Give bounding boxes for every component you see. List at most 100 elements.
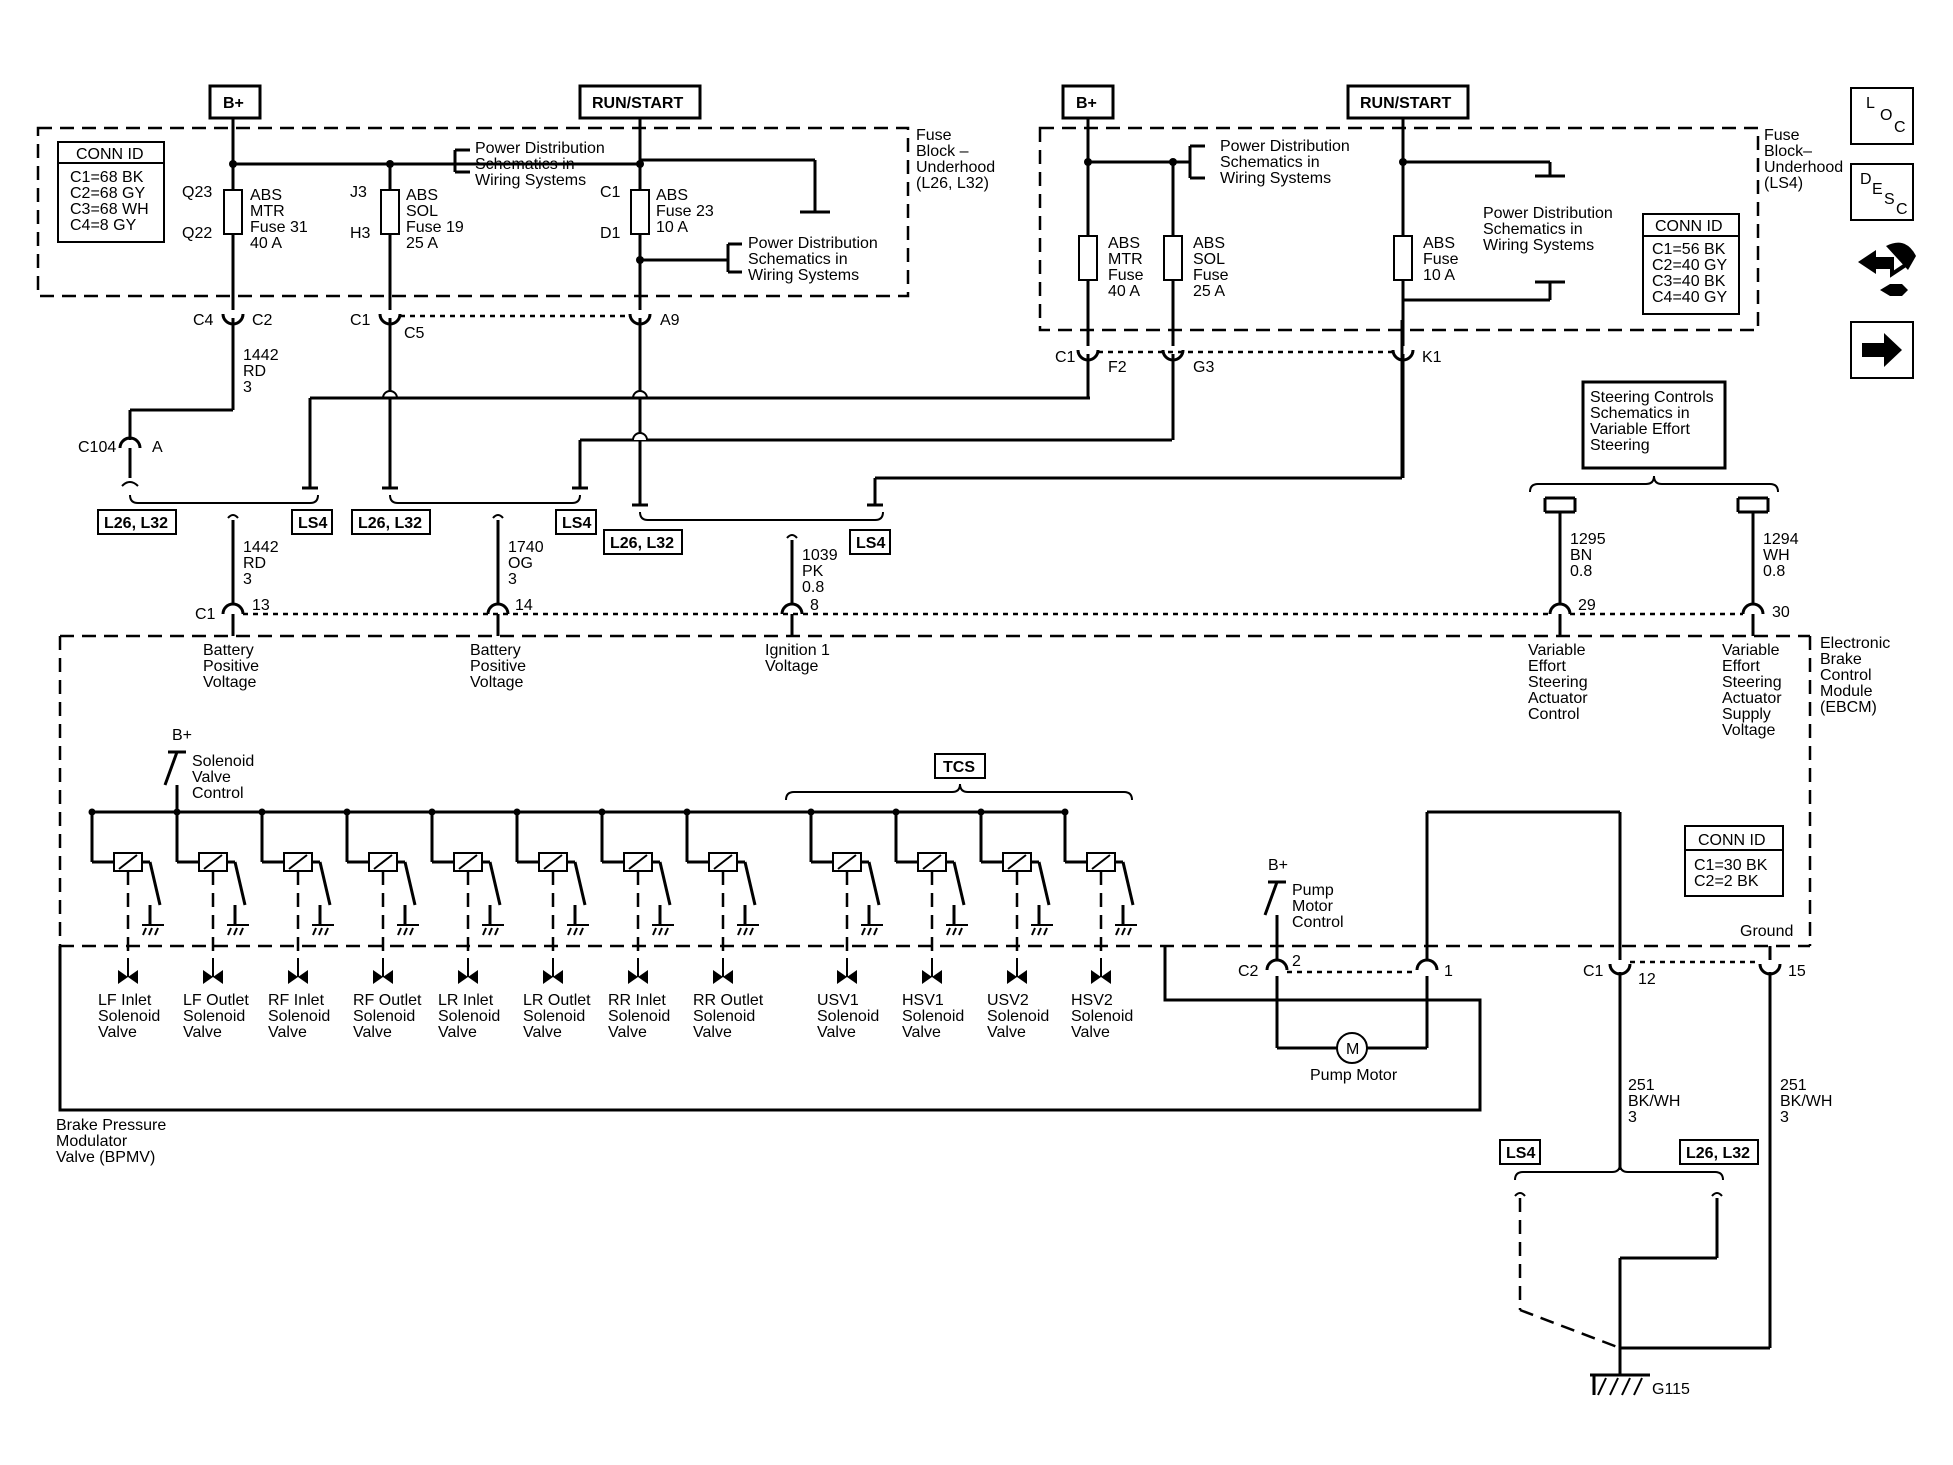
valve-label: RR Outlet [693, 992, 764, 1009]
ebcm-input-label: Voltage [1722, 722, 1775, 739]
fuse-label: ABS [656, 187, 688, 204]
option-ls4 [1499, 1139, 1541, 1165]
pump-motor-label: Pump Motor [1310, 1067, 1398, 1084]
component-link-icon[interactable] [1858, 242, 1916, 296]
wire-label: 1442 [243, 347, 279, 364]
fuse-label: MTR [250, 203, 285, 220]
conn-id-table: CONN ID C1=56 BK C2=40 GY C3=40 BK C4=40… [1642, 213, 1740, 315]
solenoid-driver [428, 808, 504, 958]
valve-label: Valve [693, 1024, 732, 1041]
pin-label: 12 [1638, 971, 1656, 988]
motor-symbol: M [1346, 1041, 1359, 1058]
pds-reference[interactable]: Schematics in [475, 156, 575, 173]
conn-id-row: C1=68 BK [70, 169, 144, 186]
wire-label: WH [1763, 547, 1790, 564]
ebcm-input-label: Battery [470, 642, 521, 659]
fuse-label: ABS [1423, 235, 1455, 252]
bplus-label: B+ [172, 727, 192, 744]
ground-icon [227, 924, 249, 936]
valve-label: Valve [608, 1024, 647, 1041]
valve-label: Solenoid [817, 1008, 879, 1025]
fuse-pin-label: H3 [350, 225, 371, 242]
pds-reference[interactable]: Wiring Systems [748, 267, 859, 284]
valve-label: Solenoid [438, 1008, 500, 1025]
wire-label: 1295 [1570, 531, 1606, 548]
valve-label: RF Inlet [268, 992, 325, 1009]
wire-label: 3 [508, 571, 517, 588]
pds-reference[interactable]: Schematics in [1483, 221, 1583, 238]
valve-label: RF Outlet [353, 992, 422, 1009]
wire-label: BK/WH [1628, 1093, 1680, 1110]
wire-label: 251 [1628, 1077, 1655, 1094]
conn-id-table: CONN ID C1=30 BK C2=2 BK [1684, 825, 1784, 897]
valve-label: Valve [353, 1024, 392, 1041]
valve-label: Valve [438, 1024, 477, 1041]
ground-icon [397, 924, 419, 936]
ebcm-input-label: Supply [1722, 706, 1771, 723]
valve-label: Solenoid [98, 1008, 160, 1025]
conn-id-row: C1=30 BK [1694, 857, 1768, 874]
ebcm-input-label: Variable [1528, 642, 1586, 659]
solenoid-driver [598, 808, 674, 958]
connector-label: F2 [1108, 359, 1127, 376]
pin-label: 29 [1578, 597, 1596, 614]
fuse-label: 10 A [656, 219, 688, 236]
next-arrow-icon[interactable] [1850, 321, 1914, 379]
ebcm-label-line: Brake [1820, 651, 1862, 668]
ground-icon [567, 924, 589, 936]
solenoid-driver [1061, 808, 1137, 958]
connector-label: K1 [1422, 349, 1442, 366]
switch-label: Solenoid [192, 753, 254, 770]
fuse-pin-label: J3 [350, 184, 367, 201]
conn-id-table: CONN ID C1=68 BK C2=68 GY C3=68 WH C4=8 … [57, 141, 165, 243]
wire-label: 0.8 [802, 579, 824, 596]
solenoid-driver [807, 808, 883, 958]
fuse-block-label-line: (L26, L32) [916, 175, 989, 192]
ebcm-input-label: Positive [203, 658, 259, 675]
loc-icon[interactable]: L O C [1850, 87, 1914, 145]
pds-reference[interactable]: Power Distribution [748, 235, 878, 252]
pds-reference[interactable]: Power Distribution [1220, 138, 1350, 155]
solenoid-driver [88, 808, 164, 958]
conn-id-title: CONN ID [76, 146, 144, 163]
fuse-label: 25 A [406, 235, 438, 252]
valve-label: Valve [987, 1024, 1026, 1041]
fuse-pin-label: D1 [600, 225, 621, 242]
steering-box-label: Variable Effort [1590, 421, 1690, 438]
pds-reference[interactable]: Wiring Systems [1220, 170, 1331, 187]
valve-label: Valve [817, 1024, 856, 1041]
wire-label: 1294 [1763, 531, 1799, 548]
steering-box-label: Steering Controls [1590, 389, 1714, 406]
fuse-31-abs-mtr: Q23 Q22 ABS MTR Fuse 31 40 A [182, 184, 308, 310]
connector-label: C1 [350, 312, 371, 329]
option-label: LS4 [856, 535, 885, 552]
pin-label: 14 [515, 597, 533, 614]
option-l26-l32 [603, 529, 683, 555]
option-l26-l32 [351, 509, 431, 535]
pds-reference[interactable]: Power Distribution [1483, 205, 1613, 222]
pds-reference[interactable]: Power Distribution [475, 140, 605, 157]
bplus-source-box [208, 84, 262, 120]
valve-label: Solenoid [183, 1008, 245, 1025]
fuse-block-label-line: Underhood [1764, 159, 1843, 176]
pds-reference[interactable]: Schematics in [748, 251, 848, 268]
pds-reference[interactable]: Wiring Systems [475, 172, 586, 189]
desc-icon[interactable]: D E S C [1850, 163, 1914, 221]
fuse-label: ABS [250, 187, 282, 204]
ebcm-input-label: Variable [1722, 642, 1780, 659]
ground-label: Ground [1740, 923, 1793, 940]
conn-id-title: CONN ID [1655, 218, 1723, 235]
steering-schematic-box[interactable] [1581, 380, 1727, 470]
fuse-23-abs: C1 D1 ABS Fuse 23 10 A [600, 164, 714, 310]
wire-label: RD [243, 363, 266, 380]
run-start-source-box [578, 84, 702, 120]
conn-id-row: C1=56 BK [1652, 241, 1726, 258]
pds-reference[interactable]: Wiring Systems [1483, 237, 1594, 254]
solenoid-driver [173, 808, 249, 958]
fuse-label: Fuse [1193, 267, 1229, 284]
option-label: LS4 [1506, 1145, 1535, 1162]
run-start-label: RUN/START [1360, 95, 1451, 112]
pds-reference[interactable]: Schematics in [1220, 154, 1320, 171]
